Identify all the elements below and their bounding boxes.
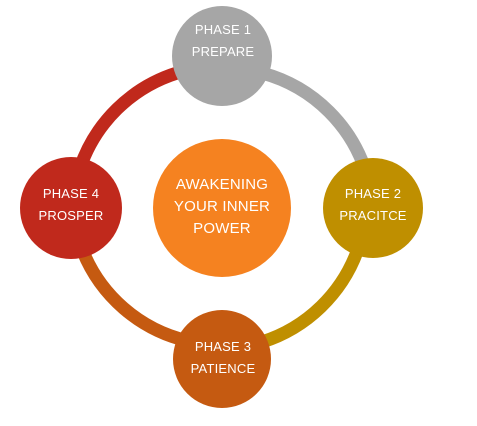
arc-phase-2-to-3 — [259, 246, 365, 349]
center-circle — [153, 139, 291, 277]
arc-phase-4-to-1 — [73, 66, 180, 171]
phase-1-circle — [172, 6, 272, 106]
phase-2-name: PRACITCE — [339, 208, 407, 223]
phase-2-circle — [323, 158, 423, 258]
phase-1-title: PHASE 1 — [194, 22, 252, 37]
phase-4-title: PHASE 4 — [42, 186, 100, 201]
phase-3-name: PATIENCE — [190, 361, 256, 376]
center-label-line-1: AWAKENING — [175, 176, 269, 193]
phase-1-name: PREPARE — [191, 44, 255, 59]
phase-4-label: PHASE 4 PROSPER — [23, 183, 119, 227]
phase-2-title: PHASE 2 — [344, 186, 402, 201]
center-label: AWAKENING YOUR INNER POWER — [152, 174, 292, 240]
arc-phase-3-to-4 — [75, 246, 190, 348]
phase-3-circle — [173, 310, 271, 408]
center-label-line-2: YOUR INNER — [173, 198, 271, 215]
phase-4-circle — [20, 157, 122, 259]
phase-3-label: PHASE 3 PATIENCE — [175, 336, 271, 380]
phase-3-title: PHASE 3 — [194, 339, 252, 354]
phase-1-label: PHASE 1 PREPARE — [175, 19, 271, 63]
phase-4-name: PROSPER — [38, 208, 104, 223]
phase-2-label: PHASE 2 PRACITCE — [325, 183, 421, 227]
center-label-line-3: POWER — [193, 220, 251, 237]
